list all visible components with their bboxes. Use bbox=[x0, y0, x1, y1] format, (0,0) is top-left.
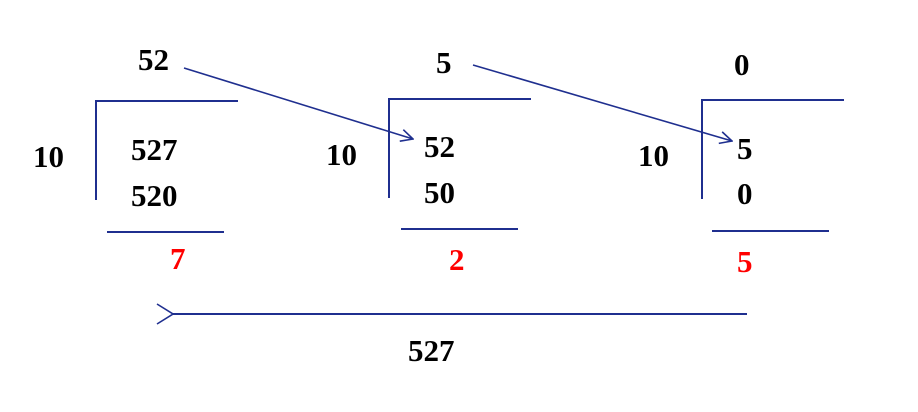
division-bracket-2 bbox=[388, 98, 531, 198]
result-number: 527 bbox=[408, 333, 455, 368]
divisor-1: 10 bbox=[33, 139, 64, 174]
quotient-2: 5 bbox=[436, 45, 452, 80]
quotient-3: 0 bbox=[734, 47, 750, 82]
remainder-1: 7 bbox=[170, 241, 186, 276]
carry-arrow-2 bbox=[472, 64, 732, 141]
divisor-3: 10 bbox=[638, 138, 669, 173]
division-bracket-1 bbox=[95, 100, 238, 200]
carry-arrow-1 bbox=[183, 67, 413, 139]
product-1: 520 bbox=[131, 178, 178, 213]
divisor-2: 10 bbox=[326, 137, 357, 172]
product-2: 50 bbox=[424, 175, 455, 210]
dividend-3: 5 bbox=[737, 131, 753, 166]
dividend-2: 52 bbox=[424, 129, 455, 164]
remainder-3: 5 bbox=[737, 244, 753, 279]
quotient-1: 52 bbox=[138, 42, 169, 77]
dividend-1: 527 bbox=[131, 132, 178, 167]
remainder-2: 2 bbox=[449, 242, 465, 277]
product-3: 0 bbox=[737, 176, 753, 211]
division-bracket-3 bbox=[701, 99, 844, 199]
